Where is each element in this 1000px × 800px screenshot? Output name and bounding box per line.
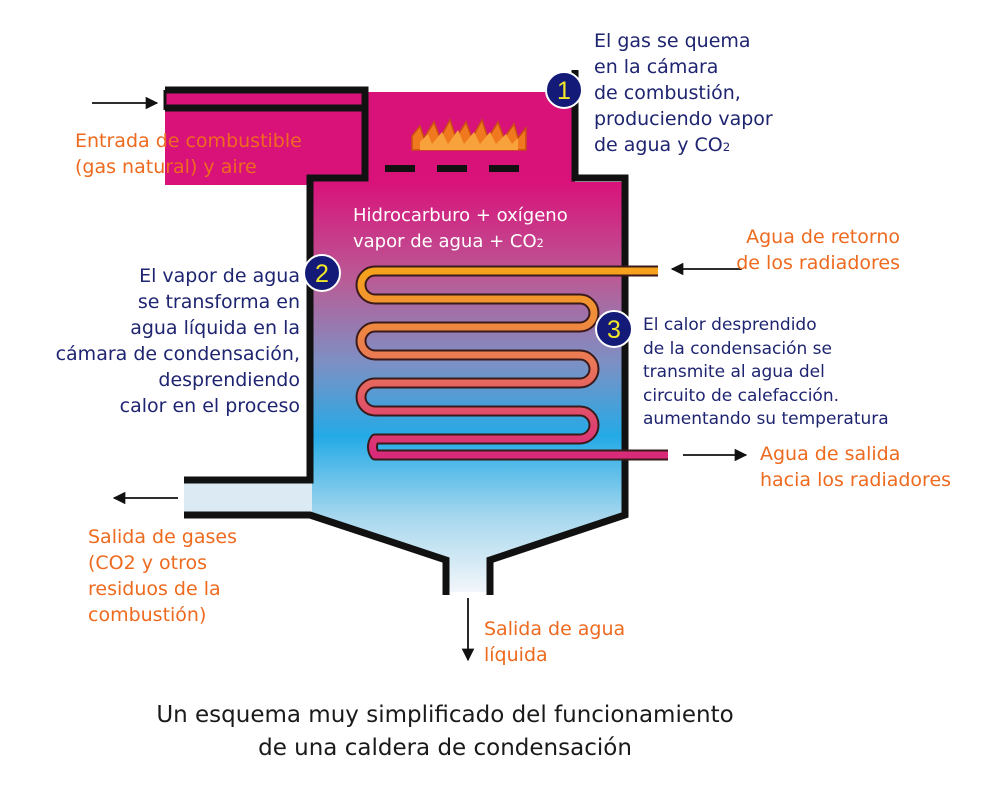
step1-text: El gas se quema en la cámara de combusti… <box>594 28 773 160</box>
gas-exhaust-line: (CO2 y otros <box>88 552 208 574</box>
fuel-inlet-line: Entrada de combustible <box>75 130 302 152</box>
step-marker-3-number: 3 <box>607 316 621 344</box>
step3-line: circuito de calefacción. <box>643 385 839 406</box>
step3-line: El calor desprendido <box>643 315 817 335</box>
burner-bars <box>385 165 519 172</box>
step3-line: aumentando su temperatura <box>643 409 889 429</box>
step-marker-1-number: 1 <box>557 77 571 105</box>
outlet-water-line: Agua de salida <box>760 443 901 465</box>
step1-line: produciendo vapor <box>594 108 773 130</box>
fuel-inlet-pipe <box>165 92 363 108</box>
step2-line: agua líquida en la <box>130 317 300 339</box>
step2-line: El vapor de agua <box>139 265 300 287</box>
gas-exhaust-label: Salida de gases (CO2 y otros residuos de… <box>88 524 237 628</box>
combustion-chamber <box>165 92 575 185</box>
step1-line: de agua y CO2 <box>594 132 773 160</box>
step1-last-text: de agua y CO <box>594 134 723 156</box>
diagram-caption: Un esquema muy simplificado del funciona… <box>0 699 890 765</box>
reaction-line1: Hidrocarburo + oxígeno <box>353 205 568 226</box>
return-water-line: de los radiadores <box>736 252 900 274</box>
step-marker-2: 2 <box>303 254 341 292</box>
step2-text: El vapor de agua se transforma en agua l… <box>56 263 300 419</box>
liquid-outlet-line: Salida de agua <box>484 618 626 640</box>
step2-line: cámara de condensación, <box>55 343 300 365</box>
gas-exhaust-line: combustión) <box>88 604 207 626</box>
gas-exhaust-line: Salida de gases <box>88 526 237 548</box>
step3-line: transmite al agua del <box>643 362 825 382</box>
reaction-line2-subscript: 2 <box>536 237 544 250</box>
reaction-line2-text: vapor de agua + CO <box>353 231 537 252</box>
caption-line: de una caldera de condensación <box>258 735 632 761</box>
step1-last-subscript: 2 <box>722 140 731 154</box>
gas-exhaust-line: residuos de la <box>88 578 221 600</box>
step2-line: desprendiendo <box>158 369 300 391</box>
fuel-inlet-label: Entrada de combustible (gas natural) y a… <box>75 128 302 180</box>
caption-line: Un esquema muy simplificado del funciona… <box>156 702 734 728</box>
step3-line: de la condensación se <box>643 338 832 359</box>
outlet-water-label: Agua de salida hacia los radiadores <box>760 441 951 493</box>
reaction-text: Hidrocarburo + oxígeno vapor de agua + C… <box>353 203 568 257</box>
outlet-water-line: hacia los radiadores <box>760 469 952 491</box>
step-marker-1: 1 <box>545 71 583 109</box>
fuel-inlet-line: (gas natural) y aire <box>75 156 257 178</box>
boiler-outline <box>165 70 629 595</box>
step3-text: El calor desprendido de la condensación … <box>643 314 889 432</box>
step2-line: calor en el proceso <box>119 395 300 417</box>
liquid-outlet-line: líquida <box>484 644 548 666</box>
step-marker-2-number: 2 <box>315 260 329 288</box>
step1-line: El gas se quema <box>594 30 751 52</box>
step2-line: se transforma en <box>137 291 300 313</box>
step1-line: de combustión, <box>594 82 741 104</box>
reaction-line2: vapor de agua + CO2 <box>353 229 568 257</box>
step1-line: en la cámara <box>594 56 719 78</box>
return-water-line: Agua de retorno <box>746 226 900 248</box>
liquid-outlet-label: Salida de agua líquida <box>484 616 625 668</box>
return-water-label: Agua de retorno de los radiadores <box>736 224 900 276</box>
step-marker-3: 3 <box>595 310 633 348</box>
gas-exhaust-pipe <box>184 480 312 515</box>
